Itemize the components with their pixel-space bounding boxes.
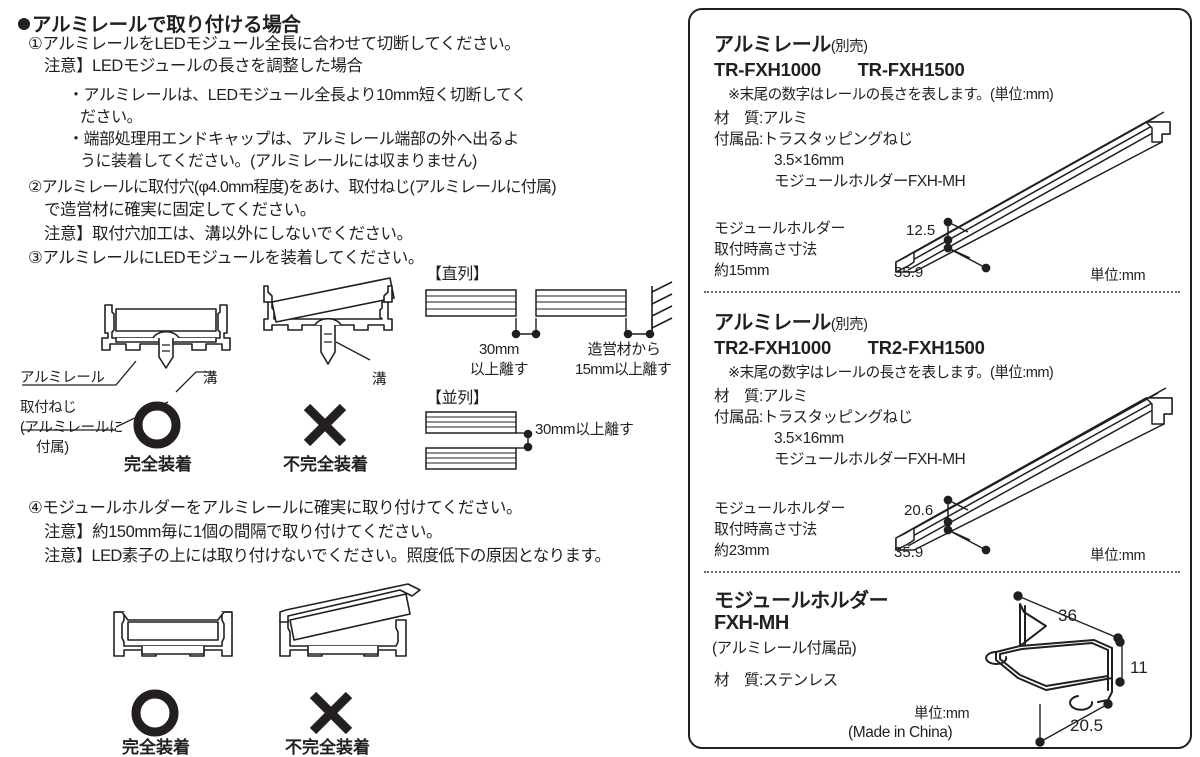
block-1-title-main: アルミレール: [714, 34, 831, 56]
dim-leaders-2: [942, 495, 1022, 558]
label-parallel-title: 【並列】: [426, 390, 489, 407]
holder-sub: (アルミレール付属品): [712, 640, 857, 657]
label-groove-1: 溝: [203, 371, 218, 387]
holder-wire-drawing: [962, 582, 1182, 750]
step-1-bullet-2: ・端部処理用エンドキャップは、アルミレール端部の外へ出るよ: [68, 131, 519, 148]
diagram-series: [425, 281, 676, 346]
block-1-note: ※末尾の数字はレールの長さを表します。(単位:mm): [728, 87, 1054, 103]
product-spec-panel: アルミレール(別売) TR-FXH1000 TR-FXH1500 ※末尾の数字は…: [688, 8, 1192, 749]
ng-mark-1: [298, 398, 352, 452]
block-2-dim-0: モジュールホルダー: [714, 500, 846, 517]
label-groove-2: 溝: [372, 372, 387, 388]
block-2-models: TR2-FXH1000 TR2-FXH1500: [714, 337, 985, 358]
diagram-parallel: [425, 411, 666, 470]
ok-mark-2: [128, 686, 182, 740]
step-1-bullet-2b: うに装着してください。(アルミレールには収まりません): [80, 153, 477, 170]
step-3: ③アルミレールにLEDモジュールを装着してください。: [28, 249, 424, 267]
rail-3d-drawing-1: [880, 111, 1180, 274]
label-wall-line1: 造営材から: [587, 341, 661, 358]
block-2-unit: 単位:mm: [1090, 548, 1146, 564]
step-2b: で造営材に確実に固定してください。: [44, 201, 316, 219]
block-1-title: アルミレール(別売): [714, 28, 868, 57]
block-2-note: ※末尾の数字はレールの長さを表します。(単位:mm): [728, 365, 1054, 381]
page-title: アルミレールで取り付ける場合: [18, 8, 301, 37]
block-2-spec-1: 付属品:トラスタッピングねじ: [714, 409, 913, 426]
label-gap-30mm-line1: 30mm: [478, 341, 520, 358]
ng-mark-2: [304, 686, 358, 740]
caption-complete-2: 完全装着: [122, 738, 190, 757]
step-2-note: 注意】取付穴加工は、溝以外にしないでください。: [44, 225, 413, 243]
block-2-dim-height: 20.6: [904, 502, 934, 519]
caption-complete-1: 完全装着: [124, 455, 192, 474]
block-2-spec-0: 材 質:アルミ: [714, 388, 808, 405]
left-column: アルミレールで取り付ける場合 ①アルミレールをLEDモジュール全長に合わせて切断…: [18, 8, 676, 757]
ok-mark-1: [130, 398, 184, 452]
step-4: ④モジュールホルダーをアルミレールに確実に取り付けてください。: [28, 499, 523, 517]
block-1-spec-0: 材 質:アルミ: [714, 110, 808, 127]
step-1-bullet-1: ・アルミレールは、LEDモジュール全長より10mm短く切断してく: [68, 87, 527, 104]
block-2-spec-2: 3.5×16mm: [714, 430, 844, 447]
caption-incomplete-2: 不完全装着: [285, 738, 370, 757]
block-1-title-sub: (別売): [830, 39, 868, 55]
block-2-title-main: アルミレール: [714, 312, 831, 334]
block-1-dim-0: モジュールホルダー: [714, 220, 846, 237]
block-1-dim-2: 約15mm: [714, 262, 770, 279]
dim-leaders-1: [942, 216, 1022, 278]
holder-title: モジュールホルダー: [714, 590, 889, 612]
label-screw-l1: 取付ねじ: [20, 400, 77, 416]
step-2: ②アルミレールに取付穴(φ4.0mm程度)をあけ、取付ねじ(アルミレールに付属): [28, 179, 557, 196]
holder-dim-top: 36: [1058, 606, 1077, 625]
block-1-dim-width: 35.9: [894, 264, 924, 281]
divider-1: [704, 291, 1180, 293]
step-1-note: 注意】LEDモジュールの長さを調整した場合: [44, 57, 363, 75]
holder-dim-bottom: 20.5: [1070, 716, 1104, 735]
bullet-dot-icon: [18, 18, 30, 30]
step-1-bullet-1b: ださい。: [80, 109, 143, 126]
holder-material: 材 質:ステンレス: [714, 672, 838, 689]
block-2-title: アルミレール(別売): [714, 306, 868, 335]
holder-origin: (Made in China): [848, 724, 953, 741]
label-wall-line2: 15mm以上離す: [574, 361, 672, 378]
diagram-rail-complete: [96, 300, 236, 380]
rail-3d-drawing-2: [880, 387, 1180, 552]
caption-incomplete-1: 不完全装着: [283, 455, 368, 474]
label-gap-30mm-line2: 以上離す: [469, 361, 529, 378]
label-screw-l2: (アルミレールに: [20, 420, 123, 436]
step-1: ①アルミレールをLEDモジュール全長に合わせて切断してください。: [28, 35, 521, 53]
label-screw-l3: 付属): [36, 440, 69, 456]
block-2-spec-3: モジュールホルダーFXH-MH: [714, 451, 966, 468]
label-parallel-gap: 30mm以上離す: [535, 421, 634, 438]
diagram-rail-incomplete: [258, 272, 418, 382]
holder-unit: 単位:mm: [914, 706, 970, 722]
block-2-dim-1: 取付時高さ寸法: [714, 521, 817, 538]
diagram-holder-complete: [98, 598, 248, 674]
block-1-unit: 単位:mm: [1090, 268, 1146, 284]
block-2-dim-width: 35.9: [894, 544, 924, 561]
section-heading-text: アルミレールで取り付ける場合: [32, 14, 301, 36]
diagram-holder-incomplete: [272, 582, 432, 674]
block-1-models: TR-FXH1000 TR-FXH1500: [714, 59, 965, 80]
step-4-note2: 注意】LED素子の上には取り付けないでください。照度低下の原因となります。: [44, 547, 611, 565]
block-1-spec-3: モジュールホルダーFXH-MH: [714, 173, 966, 190]
block-1-dim-height: 12.5: [906, 222, 936, 239]
block-2-dim-2: 約23mm: [714, 542, 770, 559]
block-2-title-sub: (別売): [830, 317, 868, 333]
block-1-spec-2: 3.5×16mm: [714, 152, 844, 169]
block-1-spec-1: 付属品:トラスタッピングねじ: [714, 131, 913, 148]
holder-model: FXH-MH: [714, 612, 789, 634]
label-series-title: 【直列】: [426, 266, 489, 283]
label-aluminium-rail: アルミレール: [20, 370, 105, 386]
block-1-dim-1: 取付時高さ寸法: [714, 241, 817, 258]
step-4-note1: 注意】約150mm毎に1個の間隔で取り付けてください。: [44, 523, 443, 541]
divider-2: [704, 571, 1180, 573]
holder-dim-right: 11: [1130, 658, 1148, 677]
